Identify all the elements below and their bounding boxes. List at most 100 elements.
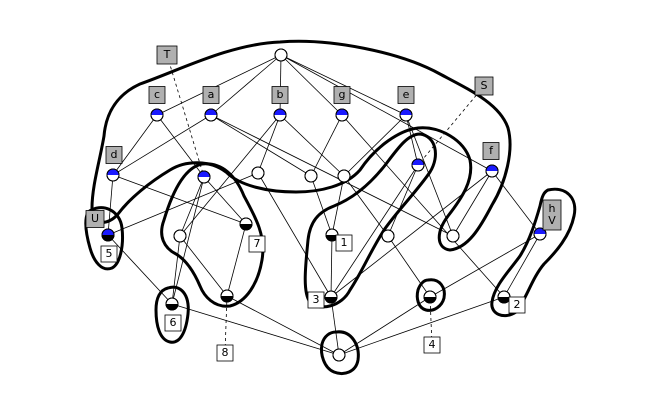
- cluster-outline-six: [154, 285, 190, 344]
- edge-S-n388: [387, 164, 419, 237]
- node-outline: [533, 227, 547, 241]
- node-S[interactable]: [411, 158, 425, 172]
- cluster-outline-bottom: [320, 330, 360, 375]
- attribute-label-lbl-S: S: [474, 76, 494, 96]
- edge-c-T: [156, 114, 205, 178]
- edge-n7-n8: [226, 223, 247, 297]
- attribute-label-lbl-b: b: [271, 86, 289, 104]
- node-outline: [106, 168, 120, 182]
- node-bottom[interactable]: [332, 348, 346, 362]
- object-half: [325, 297, 337, 303]
- attribute-half: [107, 169, 119, 175]
- attribute-half: [274, 109, 286, 115]
- edge-a-m2: [210, 114, 312, 177]
- label-text: b: [277, 88, 284, 101]
- node-n8[interactable]: [220, 289, 234, 303]
- edge-n388-n4: [387, 235, 431, 298]
- edge-n6-bottom: [171, 303, 340, 356]
- attribute-half: [198, 171, 210, 177]
- label-box: [100, 245, 118, 263]
- label-box: [202, 86, 220, 104]
- edge-top-f: [280, 54, 493, 172]
- node-c[interactable]: [150, 108, 164, 122]
- node-outline: [332, 348, 346, 362]
- label-box: [105, 146, 123, 164]
- edge-T-n7: [203, 176, 247, 225]
- edge-m3-n388: [343, 175, 389, 237]
- node-outline: [220, 289, 234, 303]
- node-g[interactable]: [335, 108, 349, 122]
- edge-T-n180: [179, 176, 205, 237]
- lattice-edges: [107, 54, 541, 356]
- node-n3[interactable]: [324, 290, 338, 304]
- edge-f-hV: [491, 170, 541, 235]
- label-box: [216, 344, 234, 362]
- node-n5[interactable]: [101, 228, 115, 242]
- node-n6[interactable]: [165, 297, 179, 311]
- label-text: a: [208, 88, 215, 101]
- edge-T-n6: [171, 176, 205, 305]
- edge-b-n180: [179, 114, 281, 237]
- label-text: d: [111, 148, 118, 161]
- node-outline: [381, 229, 395, 243]
- edge-g-n2: [341, 114, 505, 298]
- edge-top-e: [280, 54, 407, 116]
- node-f[interactable]: [485, 164, 499, 178]
- label-text: c: [154, 88, 160, 101]
- object-label-obj-2: 2: [508, 296, 526, 314]
- label-box: [85, 210, 105, 228]
- node-n4[interactable]: [423, 290, 437, 304]
- node-n388[interactable]: [381, 229, 395, 243]
- node-n453[interactable]: [446, 229, 460, 243]
- object-label-obj-4: 4: [423, 336, 441, 354]
- node-top[interactable]: [274, 48, 288, 62]
- node-a[interactable]: [204, 108, 218, 122]
- node-d[interactable]: [106, 168, 120, 182]
- label-text: h: [549, 202, 556, 215]
- label-box: [474, 76, 494, 96]
- node-m3[interactable]: [337, 169, 351, 183]
- edge-c-d: [112, 114, 158, 176]
- lattice-nodes: [101, 48, 547, 362]
- attribute-half: [151, 109, 163, 115]
- node-T[interactable]: [197, 170, 211, 184]
- object-half: [166, 304, 178, 310]
- attribute-label-lbl-f: f: [482, 142, 500, 160]
- edge-top-b: [279, 54, 282, 116]
- label-text: 6: [170, 316, 177, 329]
- node-outline: [251, 166, 265, 180]
- label-text: 3: [313, 293, 320, 306]
- node-outline: [337, 169, 351, 183]
- label-box: [508, 296, 526, 314]
- node-m2[interactable]: [304, 169, 318, 183]
- node-n2[interactable]: [497, 290, 511, 304]
- cluster-outline-left-middle: [160, 162, 265, 308]
- node-outline: [101, 228, 115, 242]
- node-b[interactable]: [273, 108, 287, 122]
- node-outline: [304, 169, 318, 183]
- label-box: [423, 336, 441, 354]
- label-text: U: [91, 212, 99, 225]
- edge-m3-n1: [331, 175, 345, 236]
- object-half: [102, 235, 114, 241]
- leader-lbl-S: [417, 85, 485, 166]
- edge-f-n453: [452, 170, 493, 237]
- attribute-half: [205, 109, 217, 115]
- node-outline: [446, 229, 460, 243]
- label-box: [271, 86, 289, 104]
- object-half: [498, 297, 510, 303]
- node-e[interactable]: [399, 108, 413, 122]
- node-outline: [173, 229, 187, 243]
- node-n180[interactable]: [173, 229, 187, 243]
- node-outline: [239, 217, 253, 231]
- attribute-label-lbl-hV: hV: [542, 199, 562, 231]
- object-half: [424, 297, 436, 303]
- node-n7[interactable]: [239, 217, 253, 231]
- node-outline: [485, 164, 499, 178]
- attribute-label-lbl-d: d: [105, 146, 123, 164]
- object-label-obj-6: 6: [164, 314, 182, 332]
- edge-e-m3: [343, 114, 407, 177]
- node-outline: [150, 108, 164, 122]
- node-m1[interactable]: [251, 166, 265, 180]
